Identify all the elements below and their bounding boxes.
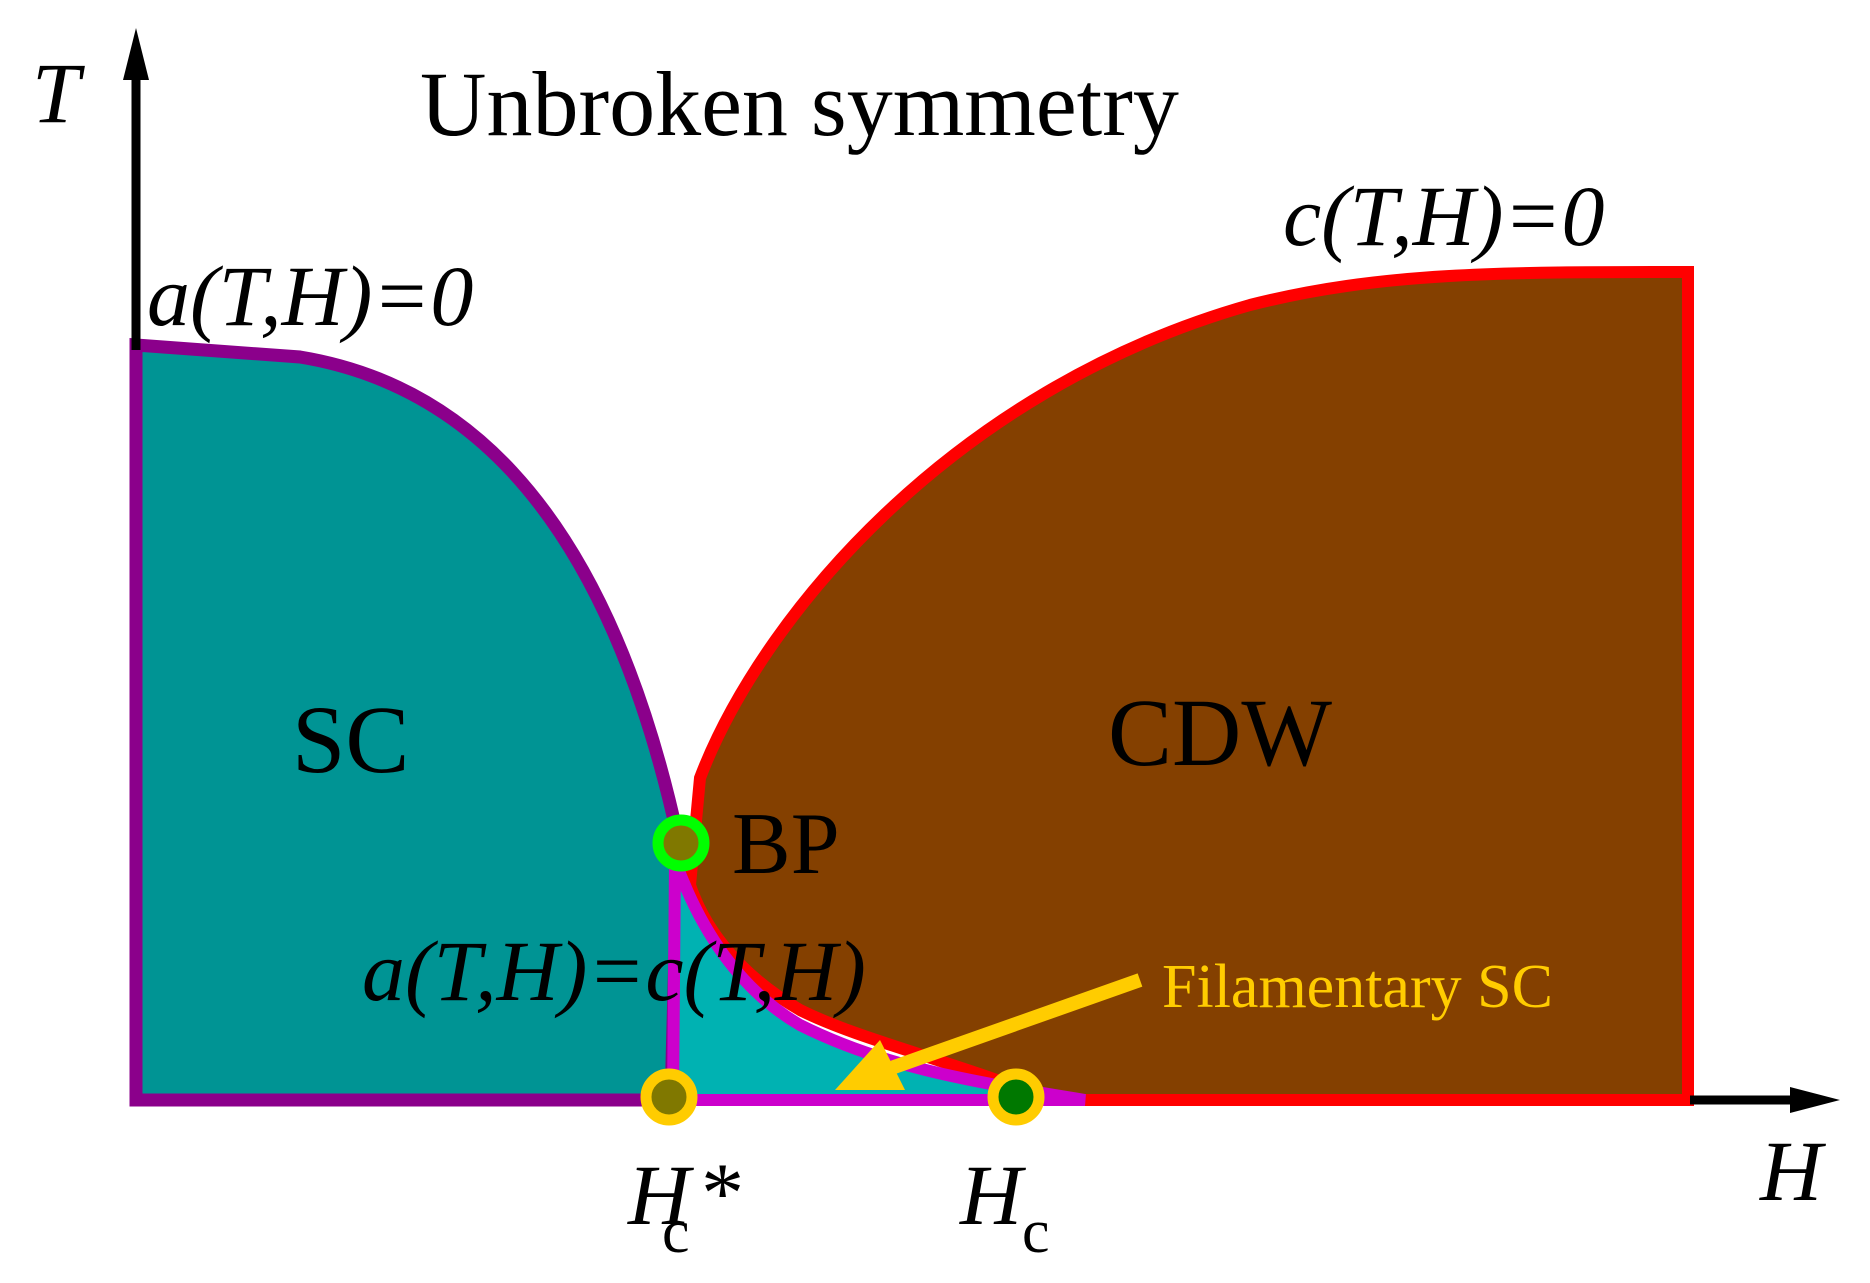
filamentary-arrow-head bbox=[835, 1040, 905, 1090]
hc-sub: c bbox=[1022, 1198, 1050, 1266]
c-boundary-label: c(T,H)=0 bbox=[1283, 168, 1605, 264]
filamentary-arrow-shaft bbox=[877, 973, 1143, 1079]
a-boundary-label: a(T,H)=0 bbox=[147, 248, 473, 344]
hc-star-sub: c bbox=[662, 1198, 690, 1266]
hc-main: H bbox=[959, 1147, 1026, 1243]
x-axis-label: H bbox=[1759, 1123, 1826, 1219]
diagram-title: Unbroken symmetry bbox=[420, 53, 1179, 155]
bp-point bbox=[652, 814, 710, 872]
hc-star-point bbox=[640, 1068, 698, 1126]
hc-point bbox=[987, 1068, 1045, 1126]
cdw-region bbox=[683, 265, 1694, 1106]
sc-region bbox=[129, 338, 685, 1107]
hc-star-label: Hc* bbox=[627, 1145, 740, 1266]
x-axis-arrowhead bbox=[1790, 1087, 1840, 1113]
y-axis-label: T bbox=[32, 45, 85, 141]
hc-star-sup: * bbox=[697, 1145, 740, 1241]
filamentary-sc-label: Filamentary SC bbox=[1162, 953, 1553, 1021]
equal-boundary-label: a(T,H)=c(T,H) bbox=[362, 923, 866, 1019]
hc-label: Hc bbox=[959, 1147, 1050, 1266]
bp-label: BP bbox=[732, 796, 840, 893]
cdw-region-label: CDW bbox=[1108, 679, 1332, 786]
hc-star-main: H bbox=[627, 1147, 694, 1243]
y-axis-arrowhead bbox=[123, 28, 149, 80]
sc-region-label: SC bbox=[292, 686, 409, 793]
